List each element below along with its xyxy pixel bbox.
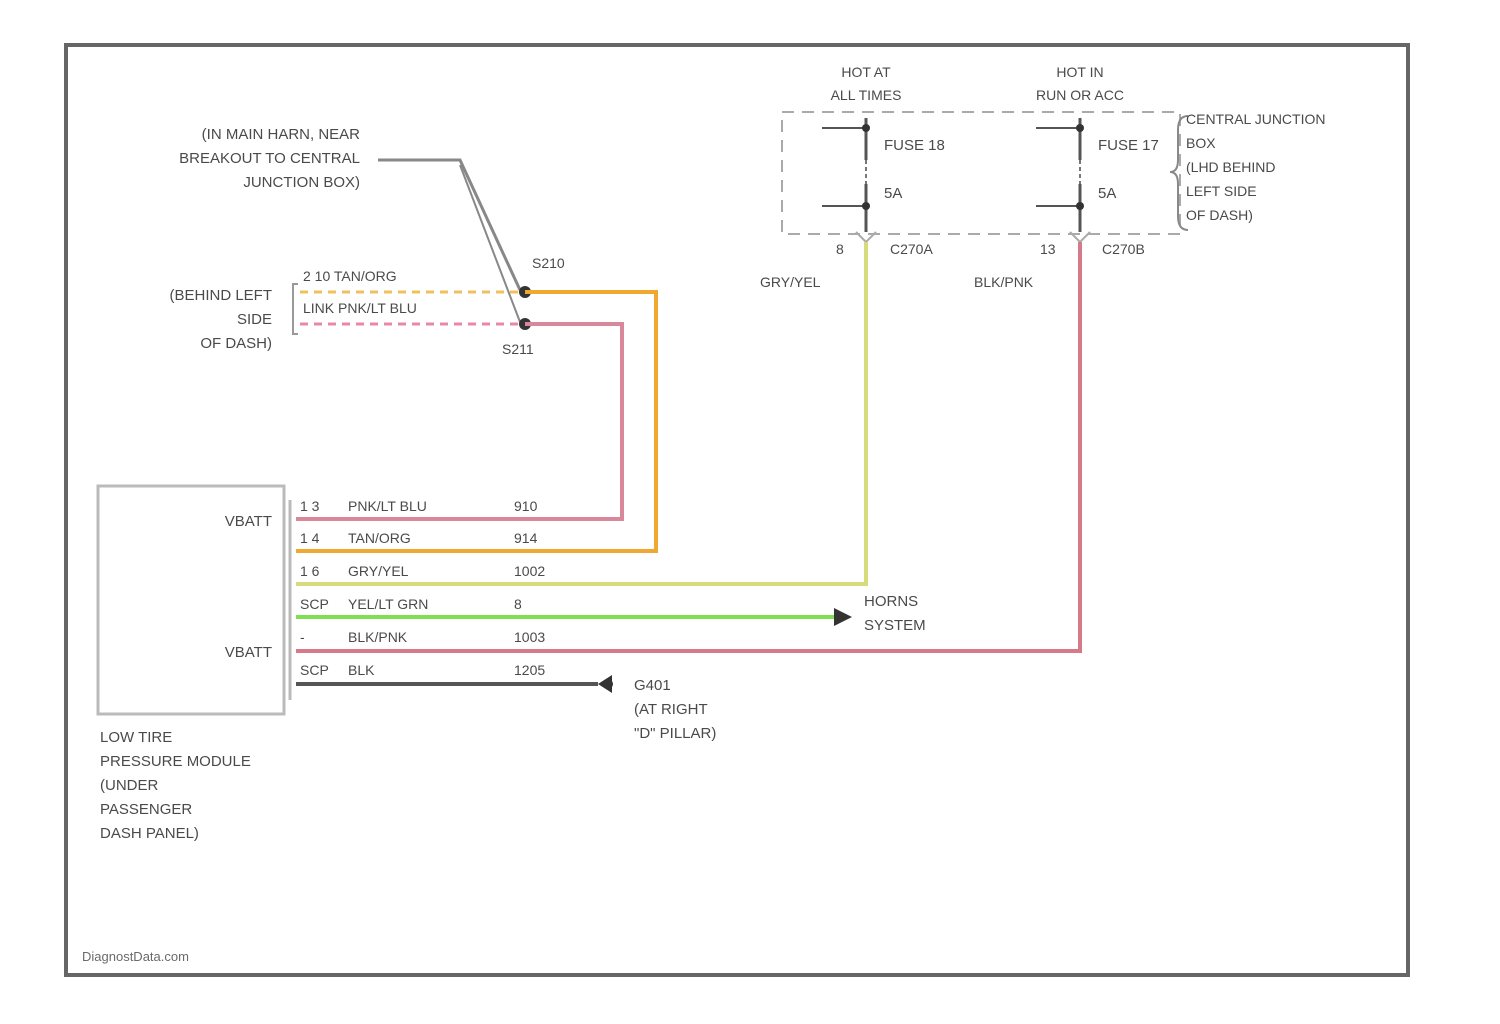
module-name-4: PASSENGER (100, 801, 192, 818)
fuse-18-dot-bottom (862, 202, 870, 210)
splice-s210-label: S210 (532, 255, 565, 271)
row-2-circuit: 914 (514, 530, 538, 546)
ground-label-2: (AT RIGHT (634, 701, 708, 718)
module-name-2: PRESSURE MODULE (100, 753, 251, 770)
module-wire-row: - BLK/PNK 1003 (300, 629, 545, 645)
connector-c270a-pin: 8 (836, 241, 844, 257)
hot-right-line-2: RUN OR ACC (1036, 87, 1124, 103)
module-name-3: (UNDER (100, 777, 158, 794)
module-wire-row: 1 6 GRY/YEL 1002 (300, 563, 545, 579)
row-3-circuit: 1002 (514, 563, 545, 579)
ground-label-3: "D" PILLAR) (634, 725, 716, 742)
splice-note-line-2: BREAKOUT TO CENTRAL (179, 150, 360, 167)
fuse-18-amp: 5A (884, 185, 902, 202)
row-2-pin: 1 4 (300, 530, 320, 546)
junction-box-name-3: (LHD BEHIND (1186, 159, 1275, 175)
module-vbatt-bottom: VBATT (225, 644, 272, 661)
hot-right-line-1: HOT IN (1056, 64, 1103, 80)
horns-arrow-icon (834, 608, 852, 626)
row-5-circuit: 1003 (514, 629, 545, 645)
module-name-1: LOW TIRE (100, 729, 172, 746)
ground-label-1: G401 (634, 677, 671, 694)
fuse-17-label: FUSE 17 (1098, 137, 1159, 154)
junction-box-name-4: LEFT SIDE (1186, 183, 1257, 199)
fuse-18-label: FUSE 18 (884, 137, 945, 154)
row-3-pin: 1 6 (300, 563, 320, 579)
wire-pnk-lt-blu (296, 324, 622, 519)
splice-note-line-1: (IN MAIN HARN, NEAR (202, 126, 361, 143)
splice-note-leader-2 (460, 165, 520, 322)
row-1-pin: 1 3 (300, 498, 320, 514)
fuse-17-dot-top (1076, 124, 1084, 132)
connector-c270a-label: C270A (890, 241, 933, 257)
splice-s211-label: S211 (502, 341, 534, 357)
module-wire-row: 1 4 TAN/ORG 914 (300, 530, 538, 546)
wire-blk-pnk-label: BLK/PNK (974, 274, 1034, 290)
junction-box-name-5: OF DASH) (1186, 207, 1253, 223)
horns-label-2: SYSTEM (864, 617, 926, 634)
row-1-color: PNK/LT BLU (348, 498, 427, 514)
module-wire-row: 1 3 PNK/LT BLU 910 (300, 498, 538, 514)
hot-left-line-2: ALL TIMES (831, 87, 902, 103)
fuse-17-dot-bottom (1076, 202, 1084, 210)
splice-note-leader (378, 160, 520, 290)
row-6-circuit: 1205 (514, 662, 545, 678)
splice-location-line-1: (BEHIND LEFT (169, 287, 272, 304)
ground-dot-icon (603, 679, 613, 689)
row-6-color: BLK (348, 662, 375, 678)
fuse-18-dot-top (862, 124, 870, 132)
splice-location-bracket (293, 284, 298, 334)
hot-left-line-1: HOT AT (841, 64, 891, 80)
wire-gry-yel-label: GRY/YEL (760, 274, 821, 290)
splice-note-line-3: JUNCTION BOX) (243, 174, 360, 191)
module-vbatt-top: VBATT (225, 513, 272, 530)
splice-location-line-3: OF DASH) (200, 335, 272, 352)
connector-c270b-pin: 13 (1040, 241, 1056, 257)
splice-wire-bottom-label: LINK PNK/LT BLU (303, 300, 417, 316)
row-5-color: BLK/PNK (348, 629, 408, 645)
row-4-circuit: 8 (514, 596, 522, 612)
row-1-circuit: 910 (514, 498, 538, 514)
splice-location-line-2: SIDE (237, 311, 272, 328)
junction-box-outline (782, 112, 1180, 234)
module-name-5: DASH PANEL) (100, 825, 199, 842)
fuse-17-amp: 5A (1098, 185, 1116, 202)
row-3-color: GRY/YEL (348, 563, 409, 579)
row-4-pin: SCP (300, 596, 329, 612)
row-6-pin: SCP (300, 662, 329, 678)
splice-wire-top-label: 2 10 TAN/ORG (303, 268, 397, 284)
row-5-pin: - (300, 629, 305, 645)
connector-c270b-label: C270B (1102, 241, 1145, 257)
junction-box-name-2: BOX (1186, 135, 1216, 151)
watermark: DiagnostData.com (82, 949, 189, 964)
module-wire-row: SCP YEL/LT GRN 8 (300, 596, 522, 612)
row-2-color: TAN/ORG (348, 530, 411, 546)
row-4-color: YEL/LT GRN (348, 596, 428, 612)
junction-box-name-1: CENTRAL JUNCTION (1186, 111, 1326, 127)
horns-label-1: HORNS (864, 593, 918, 610)
module-wire-row: SCP BLK 1205 (300, 662, 545, 678)
